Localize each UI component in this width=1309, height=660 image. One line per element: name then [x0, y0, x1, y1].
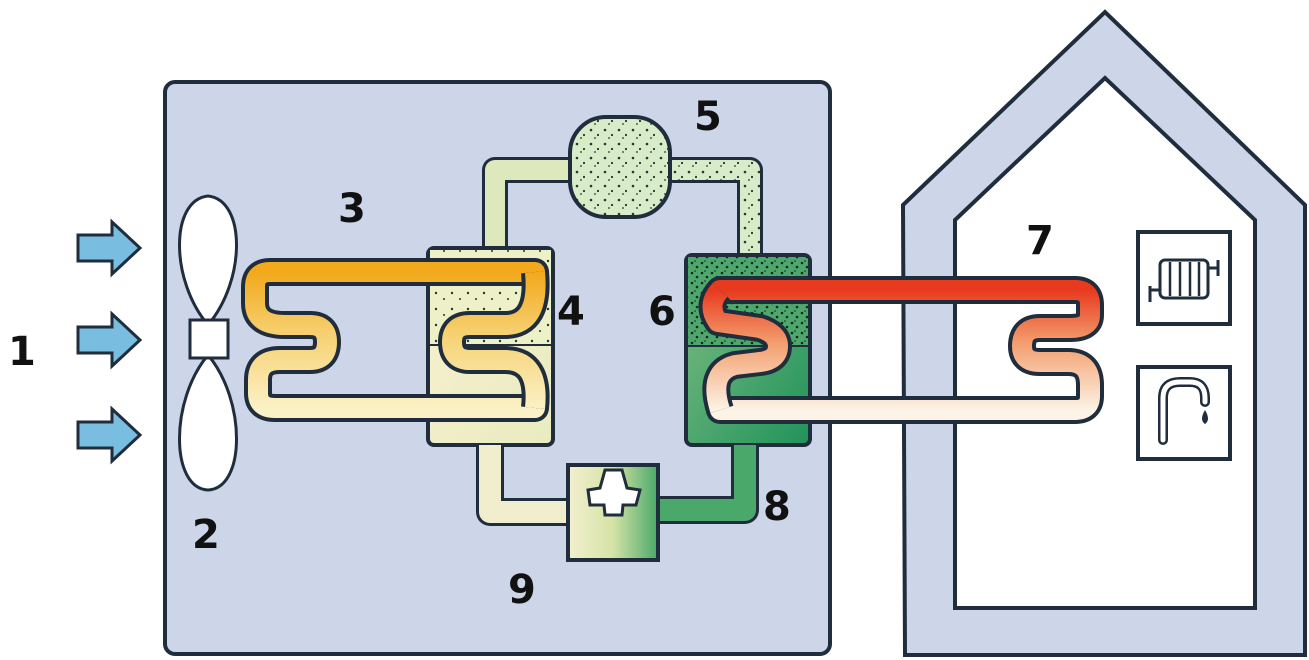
condenser-coil	[698, 276, 1104, 424]
label-7: 7	[1026, 218, 1054, 264]
faucet-icon	[1136, 365, 1232, 461]
radiator-icon	[1136, 230, 1232, 326]
label-1: 1	[8, 329, 36, 375]
label-5: 5	[694, 94, 722, 140]
label-2: 2	[192, 512, 220, 558]
evaporator-coil	[241, 258, 550, 422]
air-arrow-icon	[76, 218, 143, 278]
compressor	[568, 115, 672, 219]
air-arrow-icon	[76, 310, 143, 370]
fan-icon	[178, 194, 238, 492]
label-8: 8	[763, 484, 791, 530]
expansion-valve-icon	[566, 463, 660, 562]
air-arrow-icon	[76, 405, 143, 465]
label-4: 4	[557, 289, 585, 335]
label-9: 9	[508, 567, 536, 613]
label-6: 6	[648, 289, 676, 335]
label-3: 3	[338, 186, 366, 232]
